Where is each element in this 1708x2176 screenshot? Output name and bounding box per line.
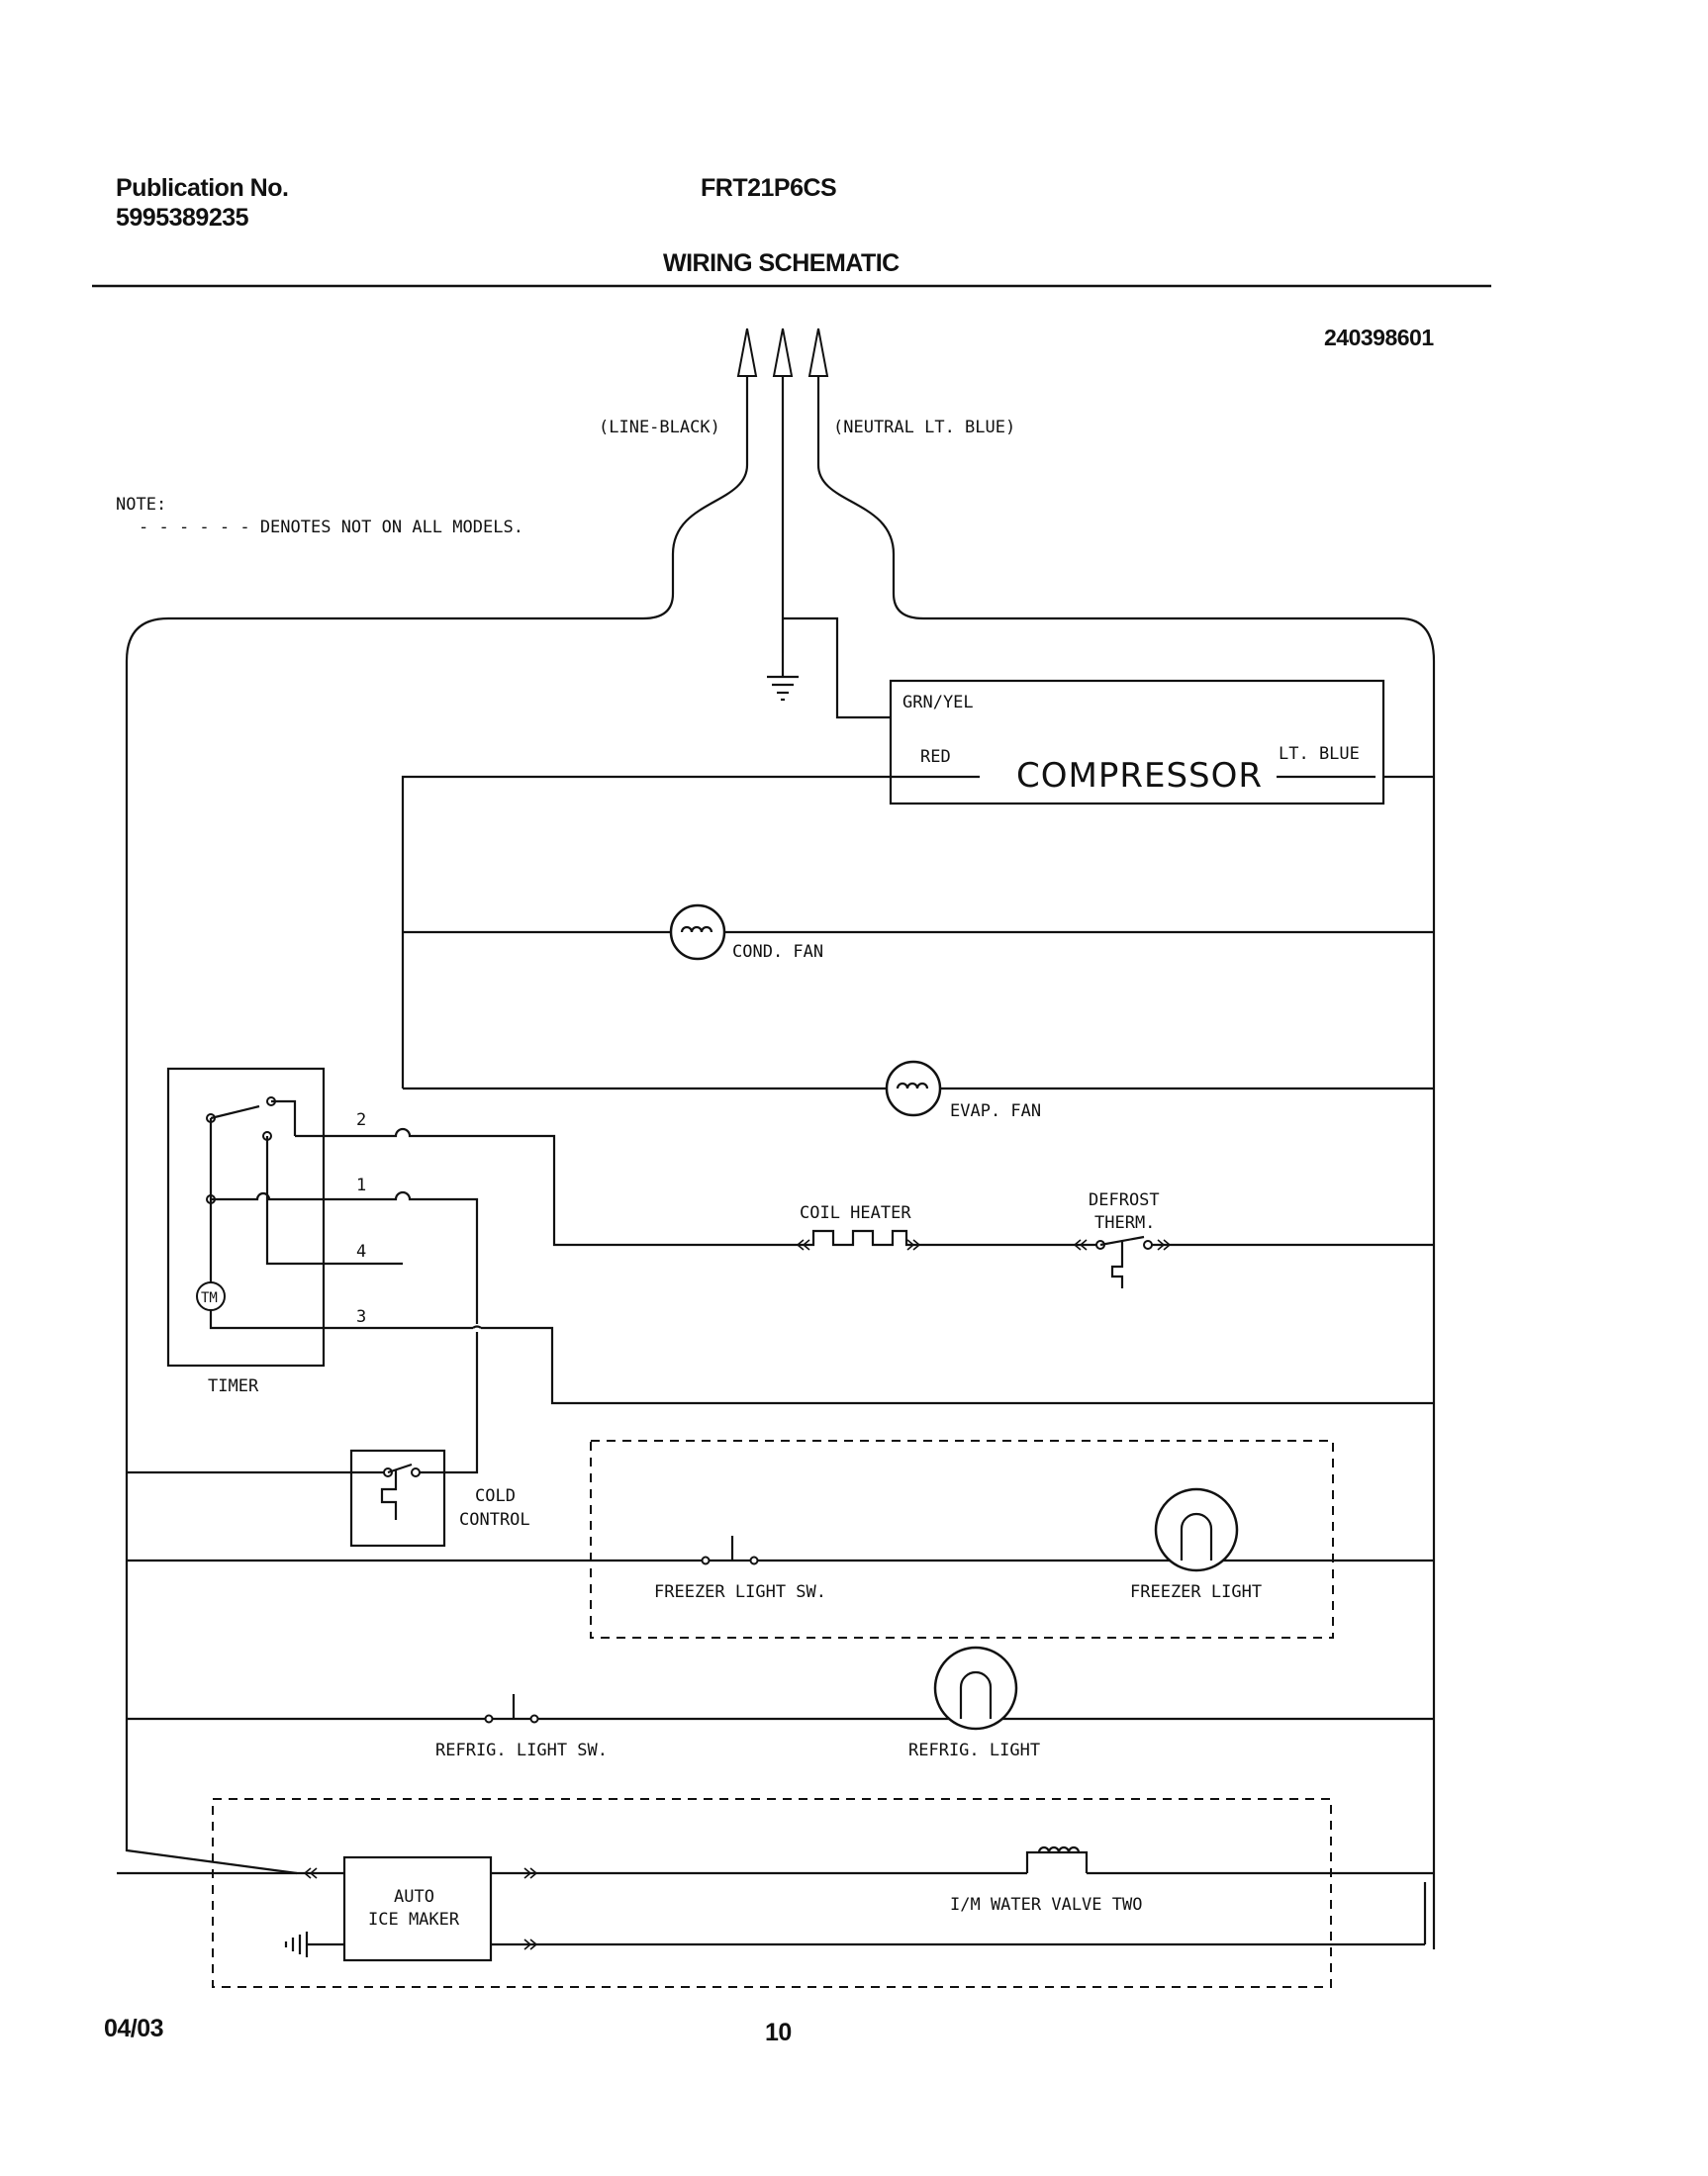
cond-fan-label: COND. FAN [732, 942, 823, 962]
timer-wire-2 [324, 1127, 797, 1247]
timer-motor-icon: TM [196, 1281, 473, 1330]
red-label: RED [920, 747, 951, 767]
defrost-therm-label-2: THERM. [1094, 1213, 1155, 1233]
ice-maker-label-2: ICE MAKER [368, 1910, 460, 1930]
line-black-label: (LINE-BLACK) [599, 418, 720, 437]
ice-maker-box [342, 1855, 493, 1962]
footer-page-number: 10 [765, 2019, 792, 2046]
neutral-label: (NEUTRAL LT. BLUE) [833, 418, 1015, 437]
ground-symbol [767, 653, 799, 702]
refrig-light-label: REFRIG. LIGHT [908, 1741, 1040, 1760]
timer-terminal-4: 4 [356, 1242, 366, 1262]
refrig-light-switch-icon [484, 1694, 539, 1724]
ice-maker-ground-icon [284, 1932, 344, 1957]
cold-control-box [349, 1449, 446, 1548]
defrost-therm-icon [1064, 1235, 1434, 1288]
cold-control-switch [380, 1463, 421, 1520]
diagram-number: 240398601 [1324, 325, 1434, 350]
note-text: - - - - - - DENOTES NOT ON ALL MODELS. [139, 518, 523, 537]
coil-heater-icon [797, 1229, 1064, 1247]
ice-maker-optional-box [212, 1798, 1332, 1988]
cold-control-label-2: CONTROL [459, 1510, 530, 1530]
timer-wire-3 [481, 1326, 1434, 1405]
lt-blue-label: LT. BLUE [1279, 744, 1360, 764]
evap-fan-icon [885, 1060, 942, 1117]
water-valve-icon [1025, 1845, 1089, 1873]
connector-marks [303, 1239, 1172, 1950]
timer-terminal-2: 2 [356, 1110, 366, 1130]
timer-box [166, 1067, 326, 1368]
grn-yel-label: GRN/YEL [902, 693, 974, 712]
grn-yel-wire [783, 616, 891, 719]
model-number: FRT21P6CS [701, 174, 837, 202]
neutral-wire [816, 464, 1436, 1949]
publication-number: 5995389235 [116, 204, 249, 232]
refrig-light-sw-label: REFRIG. LIGHT SW. [435, 1741, 608, 1760]
water-valve-label: I/M WATER VALVE TWO [950, 1895, 1142, 1915]
evap-fan-label: EVAP. FAN [950, 1101, 1041, 1121]
cond-fan-icon [669, 903, 726, 961]
cold-control-label-1: COLD [475, 1486, 516, 1506]
timer-wire-1 [324, 1190, 479, 1324]
freezer-light-label: FREEZER LIGHT [1130, 1582, 1262, 1602]
freezer-light-switch-icon [701, 1536, 759, 1565]
coil-heater-label: COIL HEATER [800, 1203, 911, 1223]
footer-date: 04/03 [104, 2015, 164, 2042]
supply-arrows [736, 328, 829, 653]
freezer-light-optional-box [590, 1440, 1334, 1639]
svg-text:TM: TM [201, 1290, 218, 1306]
note-label: NOTE: [116, 495, 166, 515]
timer-terminal-3: 3 [356, 1307, 366, 1327]
compressor-feed [401, 775, 891, 1088]
timer-contacts [206, 1096, 403, 1296]
compressor-label: COMPRESSOR [1016, 756, 1263, 796]
ice-maker-label-1: AUTO [394, 1887, 434, 1907]
publication-label: Publication No. [116, 174, 289, 202]
defrost-therm-label-1: DEFROST [1089, 1190, 1160, 1210]
timer-label: TIMER [208, 1376, 259, 1396]
freezer-light-icon [1154, 1487, 1239, 1572]
line-wire [125, 464, 749, 1875]
page-title: WIRING SCHEMATIC [663, 249, 900, 277]
freezer-light-sw-label: FREEZER LIGHT SW. [654, 1582, 826, 1602]
compressor-box [889, 679, 1385, 805]
timer-terminal-1: 1 [356, 1176, 366, 1195]
refrig-light-icon [933, 1646, 1018, 1731]
